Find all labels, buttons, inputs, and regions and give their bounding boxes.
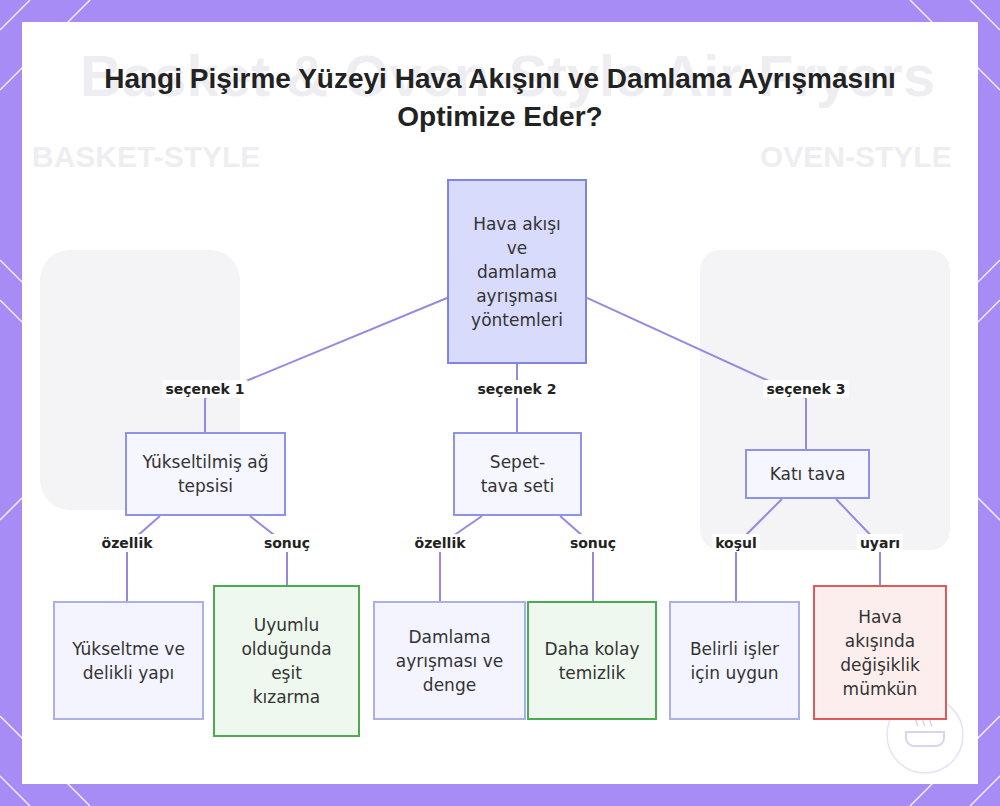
watermark-text: OVEN-STYLE — [760, 140, 952, 174]
edge-label: seçenek 1 — [162, 380, 247, 398]
node-text: Hava akışında değişiklik mümkün — [827, 605, 933, 701]
connector-line — [440, 516, 482, 601]
oven-silhouette — [700, 250, 950, 550]
option-box: Katı tava — [745, 449, 870, 499]
edge-label: özellik — [412, 534, 469, 552]
option-box: Yükseltilmiş ağ tepsisi — [125, 432, 286, 516]
node-text: Yükseltilmiş ağ tepsisi — [139, 450, 272, 498]
result-box: Daha kolay temizlik — [527, 601, 657, 720]
result-box: Hava akışında değişiklik mümkün — [813, 585, 947, 720]
node-text: Damlama ayrışması ve denge — [387, 625, 512, 697]
node-text: Hava akışı ve damlama ayrışması yöntemle… — [469, 212, 565, 332]
node-text-group: Hava akışı ve damlama ayrışması yöntemle… — [469, 212, 565, 332]
edge-label: uyarı — [857, 534, 903, 552]
edge-label: sonuç — [261, 534, 313, 552]
result-box: Belirli işler için uygun — [669, 601, 800, 720]
option-box: Sepet-tava seti — [453, 432, 582, 516]
pot-icon — [906, 732, 944, 746]
node-text: Yükseltme ve delikli yapı — [67, 637, 190, 685]
result-box: Damlama ayrışması ve denge — [373, 601, 526, 720]
node-text-group: Yükseltme ve delikli yapı — [67, 637, 190, 685]
node-text: Katı tava — [770, 462, 846, 486]
root-box: Hava akışı ve damlama ayrışması yöntemle… — [447, 179, 587, 364]
node-text-group: Uyumlu olduğunda eşit kızarma — [235, 613, 338, 709]
connector-line — [560, 516, 593, 601]
node-text-group: Belirli işler için uygun — [683, 637, 786, 685]
node-text: Belirli işler için uygun — [683, 637, 786, 685]
node-text-group: Sepet-tava seti — [477, 450, 558, 498]
node-text: Sepet-tava seti — [477, 450, 558, 498]
node-text-group: Daha kolay temizlik — [541, 637, 643, 685]
node-text: Daha kolay temizlik — [541, 637, 643, 685]
diagram-title: Hangi Pişirme Yüzeyi Hava Akışını ve Dam… — [100, 60, 900, 136]
connector-line — [516, 364, 518, 432]
node-text-group: Katı tava — [770, 462, 846, 486]
node-text-group: Yükseltilmiş ağ tepsisi — [139, 450, 272, 498]
node-text: Uyumlu olduğunda eşit kızarma — [235, 613, 338, 709]
edge-label: seçenek 2 — [474, 380, 559, 398]
watermark-text: BASKET-STYLE — [32, 140, 260, 174]
connector-line — [587, 298, 806, 449]
edge-label: sonuç — [567, 534, 619, 552]
edge-label: koşul — [712, 534, 760, 552]
edge-label: özellik — [99, 534, 156, 552]
node-text-group: Hava akışında değişiklik mümkün — [827, 605, 933, 701]
edge-label: seçenek 3 — [763, 380, 848, 398]
node-text-group: Damlama ayrışması ve denge — [387, 625, 512, 697]
connector-line — [205, 298, 447, 432]
connector-line — [127, 516, 160, 601]
result-box: Uyumlu olduğunda eşit kızarma — [213, 585, 360, 737]
result-box: Yükseltme ve delikli yapı — [53, 601, 204, 720]
